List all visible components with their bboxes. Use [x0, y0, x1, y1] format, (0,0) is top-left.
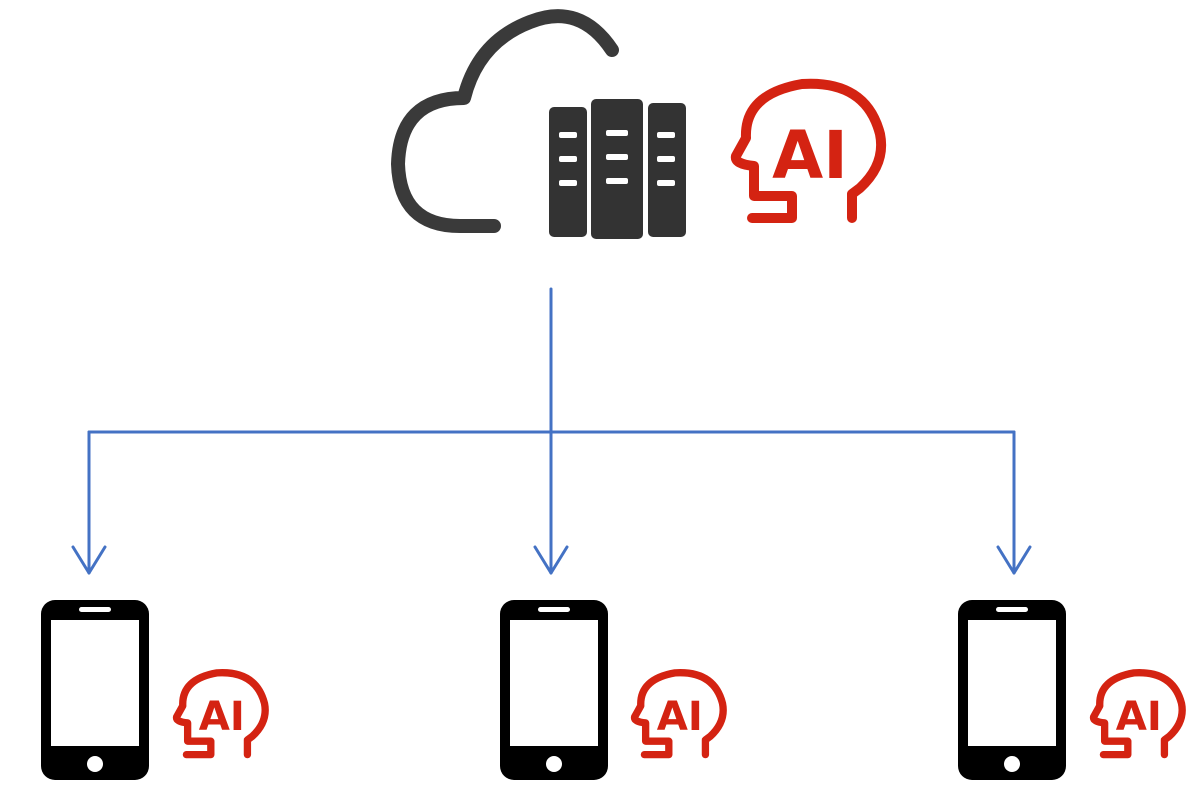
device-node-1: AI — [41, 600, 265, 780]
device-ai-label: AI — [199, 694, 245, 740]
arrow-down-icon — [996, 545, 1032, 575]
ai-head-icon: AI — [1094, 673, 1183, 755]
ai-head-icon: AI — [736, 84, 881, 218]
ai-head-icon: AI — [177, 673, 266, 755]
cloud-server-node: AI — [391, 9, 881, 239]
arrow-down-icon — [71, 545, 107, 575]
ai-head-icon: AI — [635, 673, 724, 755]
device-node-3: AI — [958, 600, 1182, 780]
device-node-2: AI — [500, 600, 723, 780]
smartphone-icon — [41, 600, 149, 780]
cloud-ai-label: AI — [772, 117, 848, 194]
arrow-down-icon — [533, 545, 569, 575]
smartphone-icon — [958, 600, 1066, 780]
distribution-arrows — [71, 287, 1032, 575]
cloud-icon — [391, 9, 619, 233]
device-ai-label: AI — [1116, 694, 1162, 740]
device-ai-label: AI — [657, 694, 703, 740]
smartphone-icon — [500, 600, 608, 780]
server-rack-icon — [549, 99, 686, 239]
